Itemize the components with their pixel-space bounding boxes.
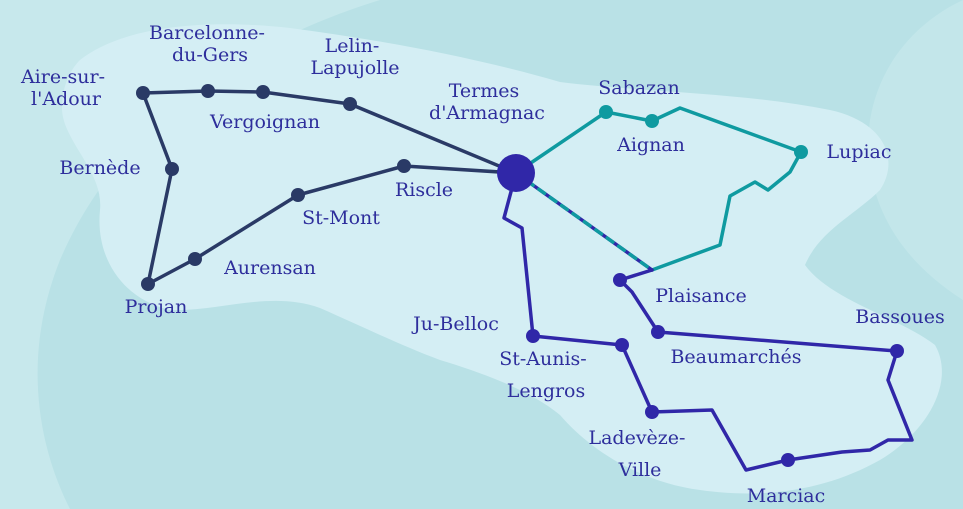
station-ju-belloc (526, 329, 540, 343)
label-st-aunis-lengros: St-Aunis- Lengros (499, 348, 593, 402)
region-area (61, 24, 942, 494)
label-barcelonne-du-gers: Barcelonne- du-Gers (149, 22, 271, 66)
label-aire-sur-ladour: Aire-sur- l'Adour (20, 66, 111, 110)
route-teal (514, 106, 803, 272)
station-marciac (781, 453, 795, 467)
label-sabazan: Sabazan (598, 77, 679, 99)
label-bernede: Bernède (59, 157, 140, 179)
station-lupiac (794, 145, 808, 159)
route-dashed-overlay (514, 171, 654, 272)
station-vergoignan (256, 85, 270, 99)
station-riscle (397, 159, 411, 173)
station-st-mont (291, 188, 305, 202)
label-aurensan: Aurensan (223, 257, 316, 279)
background-swirl-right (868, 0, 963, 300)
label-vergoignan: Vergoignan (209, 111, 320, 133)
label-termes-darmagnac: Termes d'Armagnac (429, 80, 545, 124)
station-projan (141, 277, 155, 291)
station-barcelonne-du-gers (201, 84, 215, 98)
label-plaisance: Plaisance (655, 285, 746, 307)
label-beaumarches: Beaumarchés (670, 346, 801, 368)
station-aire-sur-ladour (136, 86, 150, 100)
label-lupiac: Lupiac (826, 141, 891, 163)
station-sabazan (599, 105, 613, 119)
label-projan: Projan (125, 296, 188, 318)
station-beaumarches (651, 325, 665, 339)
station-aurensan (188, 252, 202, 266)
station-plaisance (613, 273, 627, 287)
label-st-mont: St-Mont (302, 207, 380, 229)
hub-termes-darmagnac (497, 154, 535, 192)
station-lelin-lapujolle (343, 97, 357, 111)
label-riscle: Riscle (395, 179, 453, 201)
label-lelin-lapujolle: Lelin- Lapujolle (310, 35, 399, 79)
label-aignan: Aignan (616, 134, 685, 156)
station-bernede (165, 162, 179, 176)
station-aignan (645, 114, 659, 128)
station-bassoues (890, 344, 904, 358)
label-marciac: Marciac (747, 485, 826, 507)
label-ladeveze-ville: Ladevèze- Ville (588, 427, 691, 481)
station-st-aunis-lengros (615, 338, 629, 352)
label-ju-belloc: Ju-Belloc (411, 313, 499, 335)
station-ladeveze-ville (645, 405, 659, 419)
label-bassoues: Bassoues (855, 306, 944, 328)
